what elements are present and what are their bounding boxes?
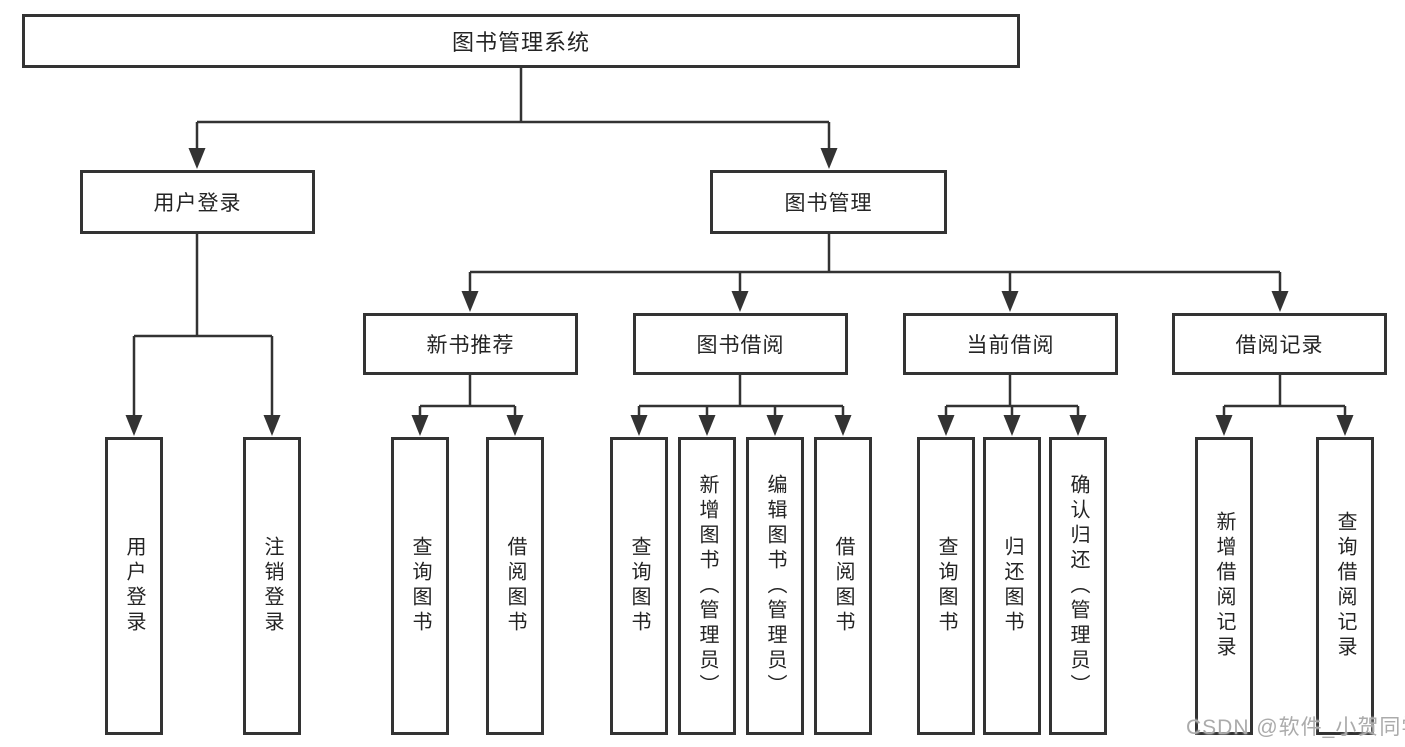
node-new-book-recommendation: 新书推荐 bbox=[363, 313, 578, 375]
leaf-confirm-return-admin: 确认归还（管理员） bbox=[1049, 437, 1107, 735]
leaf-label: 借阅图书 bbox=[832, 536, 854, 636]
leaf-label: 归还图书 bbox=[1001, 536, 1023, 636]
node-current-borrowing: 当前借阅 bbox=[903, 313, 1118, 375]
csdn-watermark: CSDN @软件_小贺同学 bbox=[1186, 716, 1405, 739]
leaf-query-books-borrowing: 查询图书 bbox=[610, 437, 668, 735]
leaf-label: 新增借阅记录 bbox=[1213, 511, 1235, 661]
node-label: 用户登录 bbox=[153, 192, 242, 215]
leaf-label: 确认归还（管理员） bbox=[1067, 473, 1089, 699]
leaf-logout: 注销登录 bbox=[243, 437, 301, 735]
leaf-query-books-current: 查询图书 bbox=[917, 437, 975, 735]
leaf-query-books-recommend: 查询图书 bbox=[391, 437, 449, 735]
node-label: 借阅记录 bbox=[1235, 334, 1324, 357]
leaf-label: 编辑图书（管理员） bbox=[764, 473, 786, 699]
leaf-label: 借阅图书 bbox=[504, 536, 526, 636]
node-label: 图书借阅 bbox=[696, 334, 785, 357]
connector-stems bbox=[132, 66, 1347, 417]
leaf-label: 用户登录 bbox=[123, 536, 145, 636]
node-label: 新书推荐 bbox=[426, 334, 515, 357]
leaf-label: 查询图书 bbox=[628, 536, 650, 636]
leaf-borrow-books-recommend: 借阅图书 bbox=[486, 437, 544, 735]
leaf-label: 查询借阅记录 bbox=[1334, 511, 1356, 661]
leaf-label: 查询图书 bbox=[409, 536, 431, 636]
node-borrowing-records: 借阅记录 bbox=[1172, 313, 1387, 375]
leaf-return-books: 归还图书 bbox=[983, 437, 1041, 735]
node-user-login: 用户登录 bbox=[80, 170, 315, 234]
leaf-add-borrow-record: 新增借阅记录 bbox=[1195, 437, 1253, 735]
leaf-user-login: 用户登录 bbox=[105, 437, 163, 735]
node-label: 图书管理 bbox=[784, 192, 873, 215]
leaf-query-borrow-record: 查询借阅记录 bbox=[1316, 437, 1374, 735]
arrowheads bbox=[125, 148, 1354, 436]
leaf-label: 新增图书（管理员） bbox=[696, 473, 718, 699]
node-book-borrowing: 图书借阅 bbox=[633, 313, 848, 375]
node-book-management: 图书管理 bbox=[710, 170, 947, 234]
leaf-label: 注销登录 bbox=[261, 536, 283, 636]
node-label: 图书管理系统 bbox=[451, 30, 590, 55]
leaf-add-books-admin: 新增图书（管理员） bbox=[678, 437, 736, 735]
node-library-management-system: 图书管理系统 bbox=[22, 14, 1020, 68]
leaf-borrow-books-borrowing: 借阅图书 bbox=[814, 437, 872, 735]
node-label: 当前借阅 bbox=[966, 334, 1055, 357]
leaf-edit-books-admin: 编辑图书（管理员） bbox=[746, 437, 804, 735]
leaf-label: 查询图书 bbox=[935, 536, 957, 636]
